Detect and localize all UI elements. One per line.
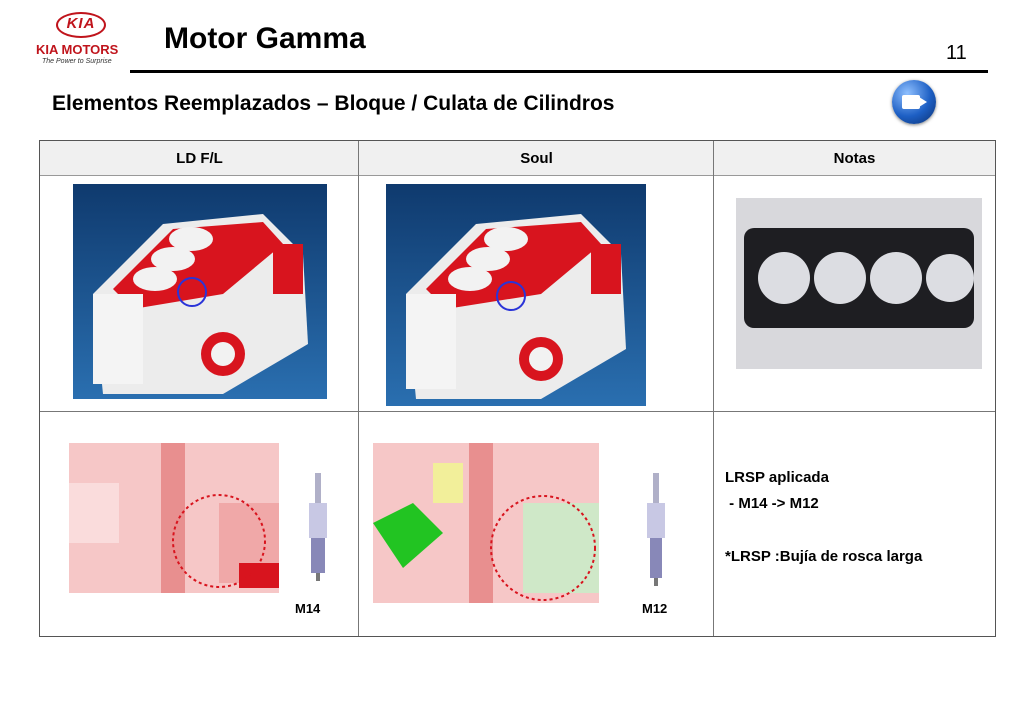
notes-line-2: - M14 -> M12 [725, 495, 819, 512]
spark-plug-icon-m12 [647, 473, 665, 586]
video-camera-icon [902, 95, 920, 109]
title-rule [130, 70, 988, 73]
page-number: 11 [946, 42, 967, 64]
page-title: Motor Gamma [164, 22, 366, 55]
spark-plug-icon-m14 [309, 473, 327, 581]
engine-block-image-ld [73, 184, 327, 399]
column-header-notas: Notas [714, 141, 995, 176]
column-header-soul: Soul [359, 141, 714, 176]
kia-logo-oval [56, 12, 106, 38]
comparison-table: LD F/L Soul Notas [39, 140, 996, 637]
column-divider [713, 141, 714, 636]
engine-block-image-soul [386, 184, 646, 406]
video-lens-icon [919, 97, 927, 107]
spark-plug-label-m12: M12 [642, 601, 668, 616]
kia-logo: KIA KIA MOTORS The Power to Surprise [34, 10, 126, 70]
brand-name: KIA MOTORS [36, 42, 119, 57]
kia-logo-text: KIA [66, 15, 96, 32]
section-subtitle: Elementos Reemplazados – Bloque / Culata… [52, 92, 615, 115]
head-gasket-image [736, 198, 982, 369]
row-divider [40, 411, 995, 412]
cutaway-image-ld [69, 443, 279, 593]
spark-plug-label-m14: M14 [295, 601, 321, 616]
brand-tagline: The Power to Surprise [42, 58, 112, 65]
notes-line-1: LRSP aplicada [725, 469, 829, 486]
notes-line-3: *LRSP :Bujía de rosca larga [725, 548, 923, 565]
column-header-ld: LD F/L [40, 141, 359, 176]
column-divider [358, 141, 359, 636]
video-button[interactable] [892, 80, 936, 124]
cutaway-image-soul [373, 443, 599, 603]
